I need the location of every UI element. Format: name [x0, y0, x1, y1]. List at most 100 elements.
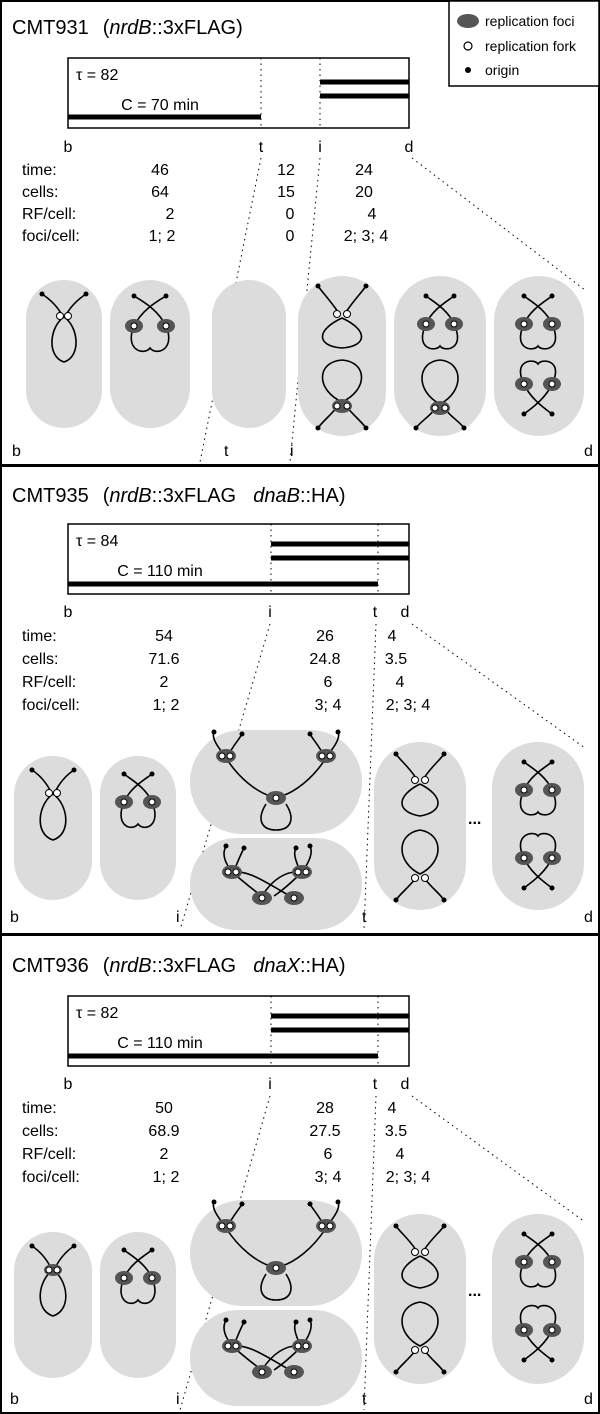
bottom-marker-d: d	[584, 909, 593, 926]
cell-value: 0	[286, 206, 295, 223]
cell-diagram-4	[190, 1310, 362, 1406]
bottom-marker-t: t	[224, 443, 229, 460]
cell-value: 2; 3; 4	[386, 697, 431, 714]
bar-marker-t: t	[373, 604, 378, 621]
cell-cycle-bar: τ = 84 C = 110 min	[67, 523, 410, 595]
cell-diagram-2	[100, 756, 176, 900]
cell-value: 27.5	[309, 1123, 340, 1140]
cell-value: 2; 3; 4	[344, 228, 389, 245]
connector-line	[363, 623, 377, 931]
connector-line	[411, 1095, 586, 1223]
cell-cycle-bar: τ = 82 C = 110 min	[67, 995, 410, 1067]
row-label-foci: foci/cell:	[22, 228, 80, 245]
connector-line	[411, 157, 586, 291]
bar-marker-d: d	[401, 1076, 410, 1093]
bar-marker-i: i	[268, 1076, 272, 1093]
cell-value: 6	[324, 1146, 333, 1163]
cell-diagram-1	[14, 1232, 92, 1378]
panel-border	[0, 934, 600, 1414]
row-label-rf: RF/cell:	[22, 206, 76, 223]
bottom-marker-d: d	[584, 443, 593, 460]
cell-value: 2	[160, 674, 169, 691]
cell-diagram-2	[110, 280, 190, 428]
panel-cmt931: CMT931(nrdB::3xFLAG) replication foci re…	[0, 0, 600, 466]
row-label-time: time:	[22, 1100, 57, 1117]
ellipsis: ...	[468, 1283, 481, 1300]
tau-value: τ = 84	[76, 533, 118, 550]
legend-label-fork: replication fork	[485, 38, 577, 54]
strain-title: CMT931(nrdB::3xFLAG)	[12, 17, 243, 39]
c-period-label: C = 110 min	[117, 563, 203, 580]
tau-value: τ = 82	[76, 1005, 118, 1022]
panel-cmt935: CMT935(nrdB::3xFLAG dnaB::HA) τ = 84 C =…	[0, 465, 600, 935]
bar-marker-i: i	[318, 139, 322, 156]
cell-value: 1; 2	[149, 228, 176, 245]
stats-table: time: cells: RF/cell: foci/cell: 46 64 2…	[22, 162, 388, 245]
bottom-marker-i: i	[290, 443, 294, 460]
cell-value: 68.9	[148, 1123, 179, 1140]
cell-value: 12	[277, 162, 295, 179]
row-label-time: time:	[22, 628, 57, 645]
cell-diagram-1	[26, 280, 102, 428]
replication-focus-icon	[457, 14, 479, 28]
cell-value: 1; 2	[153, 697, 180, 714]
row-label-rf: RF/cell:	[22, 1146, 76, 1163]
cell-diagram-5	[374, 742, 466, 910]
cell-value: 2	[166, 206, 175, 223]
cell-value: 15	[277, 184, 295, 201]
ellipsis: ...	[468, 811, 481, 828]
bar-marker-b: b	[64, 1076, 73, 1093]
cell-value: 4	[396, 1146, 405, 1163]
cell-diagram-4	[298, 276, 386, 436]
cell-value: 28	[316, 1100, 334, 1117]
tau-value: τ = 82	[76, 67, 118, 84]
cell-diagram-3	[190, 1199, 362, 1306]
cell-value: 24.8	[309, 651, 340, 668]
cell-diagram-5	[374, 1214, 466, 1384]
legend-label-origin: origin	[485, 62, 519, 78]
cell-value: 54	[155, 628, 173, 645]
bar-marker-t: t	[373, 1076, 378, 1093]
bar-marker-b: b	[64, 139, 73, 156]
bottom-marker-b: b	[10, 909, 19, 926]
cell-value: 50	[155, 1100, 173, 1117]
cell-value: 1; 2	[153, 1169, 180, 1186]
cell-value: 4	[388, 628, 397, 645]
cell-diagram-6	[492, 1214, 584, 1384]
c-period-label: C = 110 min	[117, 1035, 203, 1052]
strain-title: CMT936(nrdB::3xFLAG dnaX::HA)	[12, 955, 346, 977]
bottom-marker-b: b	[12, 443, 21, 460]
connector-line	[411, 623, 586, 749]
bar-marker-t: t	[259, 139, 264, 156]
connector-line	[289, 157, 321, 463]
bar-marker-b: b	[64, 604, 73, 621]
row-label-time: time:	[22, 162, 57, 179]
row-label-cells: cells:	[22, 184, 58, 201]
bar-marker-i: i	[268, 604, 272, 621]
connector-line	[363, 1095, 377, 1411]
bottom-marker-b: b	[10, 1391, 19, 1408]
origin-icon	[465, 67, 471, 73]
cell-cycle-bar: τ = 82 C = 70 min	[67, 57, 410, 129]
cell-value: 20	[355, 184, 373, 201]
cell-diagram-6	[494, 276, 584, 436]
c-period-label: C = 70 min	[121, 97, 199, 114]
strain-title: CMT935(nrdB::3xFLAG dnaB::HA)	[12, 485, 346, 507]
cell-value: 6	[324, 674, 333, 691]
cell-diagram-5	[394, 276, 486, 436]
bottom-marker-t: t	[362, 1391, 367, 1408]
cell-value: 26	[316, 628, 334, 645]
bottom-marker-t: t	[362, 909, 367, 926]
cell-value: 4	[396, 674, 405, 691]
cell-value: 3.5	[385, 1123, 407, 1140]
cell-value: 64	[151, 184, 169, 201]
cell-value: 3.5	[385, 651, 407, 668]
bottom-marker-d: d	[584, 1391, 593, 1408]
row-label-rf: RF/cell:	[22, 674, 76, 691]
cell-value: 4	[388, 1100, 397, 1117]
cell-diagram-3	[212, 280, 286, 428]
cell-diagram-3	[190, 729, 362, 834]
stats-table: time: cells: RF/cell: foci/cell: 50 68.9…	[22, 1100, 430, 1186]
bar-marker-d: d	[401, 604, 410, 621]
